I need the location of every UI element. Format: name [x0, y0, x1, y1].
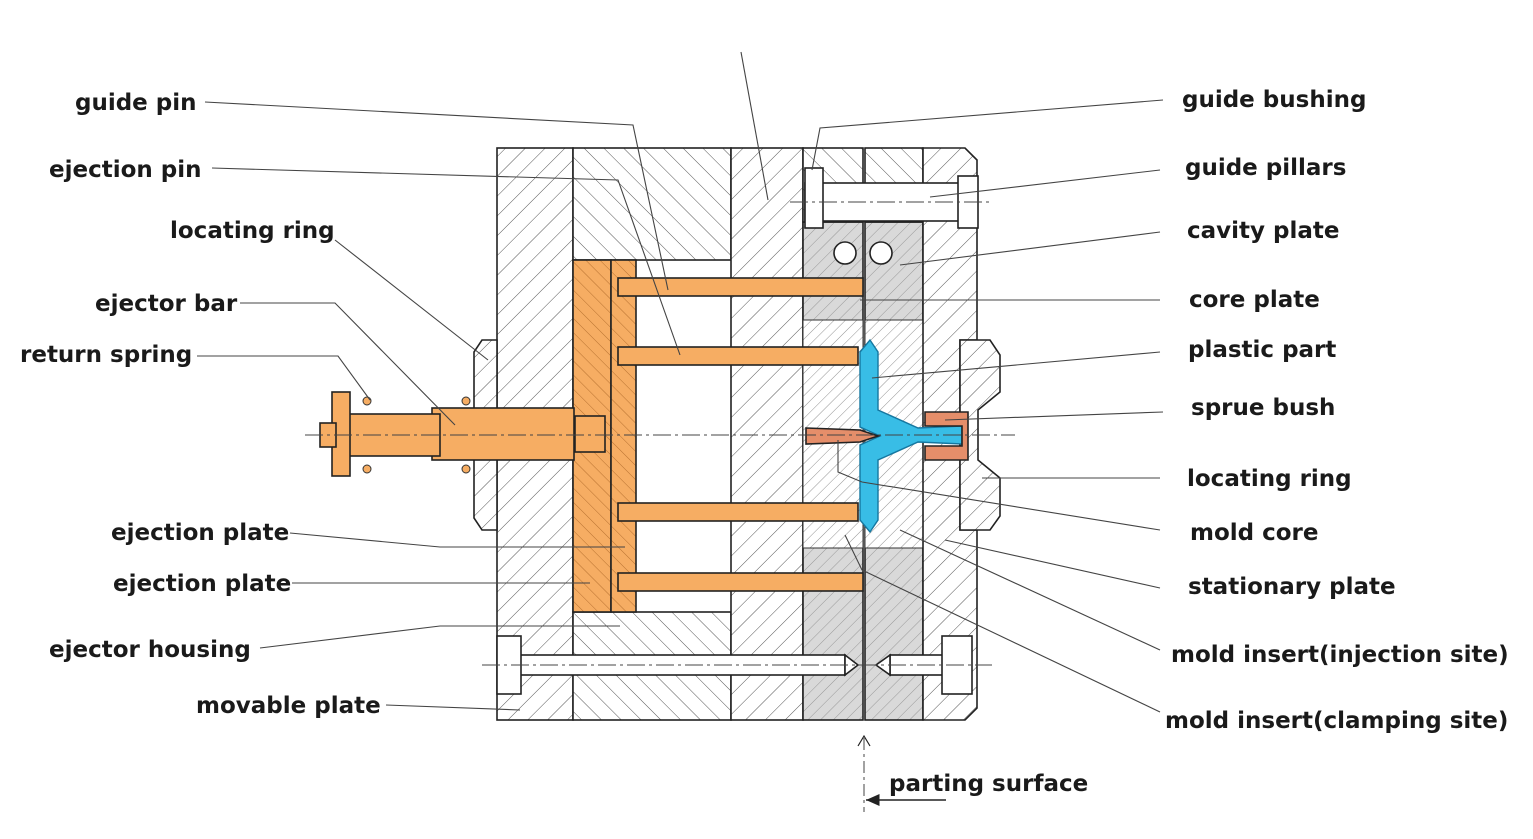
label-locating-ring-right: locating ring [1187, 466, 1352, 492]
sprue-bush [924, 411, 969, 461]
leader-plastic-part [871, 351, 1161, 379]
label-cavity-plate: cavity plate [1187, 218, 1340, 244]
ejection-pin [617, 572, 864, 592]
label-guide-pin: guide pin [75, 90, 197, 116]
leader-top [740, 51, 769, 201]
label-parting-surface: parting surface [889, 771, 1088, 797]
spring-coil [362, 396, 372, 406]
label-stationary-plate: stationary plate [1188, 574, 1396, 600]
labels-right: guide bushing guide pillars cavity plate… [1165, 87, 1509, 734]
label-guide-bushing: guide bushing [1182, 87, 1366, 113]
leader-sprue-bush [944, 411, 1164, 421]
movable-plate [730, 147, 804, 721]
label-mold-insert-injection: mold insert(injection site) [1171, 642, 1509, 668]
label-ejection-plate-1: ejection plate [111, 520, 289, 546]
leader-guide-pin [204, 101, 669, 291]
leader-ejector-bar [240, 302, 456, 426]
ejection-pins [617, 277, 864, 592]
leader-guide-pillars [929, 169, 1161, 198]
spring-coil [461, 464, 471, 474]
cooling-channel-left [833, 241, 857, 265]
leader-guide-bushing [811, 99, 1164, 171]
spring-coil [461, 396, 471, 406]
leader-return-spring [197, 355, 371, 401]
leader-mold-insert-clamping [844, 534, 1161, 713]
parting-line-top-arrow [857, 734, 871, 747]
leader-mold-core [837, 440, 1161, 531]
ejector-housing-top [572, 147, 732, 261]
ejection-pin [617, 277, 864, 297]
leader-ejector-housing [259, 625, 620, 649]
guide-bushing [804, 167, 824, 229]
cooling-channel-right [869, 241, 893, 265]
label-guide-pillars: guide pillars [1185, 155, 1346, 181]
ejector-bar [431, 407, 575, 461]
label-return-spring: return spring [20, 342, 192, 368]
ejection-plate-front [610, 259, 637, 613]
spring-coil [362, 464, 372, 474]
label-locating-ring-left: locating ring [170, 218, 335, 244]
return-spring [319, 391, 471, 477]
label-plastic-part: plastic part [1188, 337, 1336, 363]
leader-mold-insert-injection [899, 529, 1161, 651]
sprue-puller [805, 427, 881, 445]
mold-assembly [305, 147, 1015, 721]
ejector-bar-screw [574, 415, 606, 453]
label-ejection-plate-2: ejection plate [113, 571, 291, 597]
label-movable-plate: movable plate [196, 693, 381, 719]
leader-stationary-plate [944, 539, 1161, 589]
label-ejector-housing: ejector housing [49, 637, 251, 663]
leader-cavity-plate [899, 231, 1161, 266]
leader-lines [197, 51, 1164, 812]
label-mold-insert-clamping: mold insert(clamping site) [1165, 708, 1508, 734]
plastic-part [859, 338, 963, 534]
leader-movable-plate [385, 704, 521, 711]
locating-ring-right [959, 339, 1001, 531]
label-ejection-pin: ejection pin [49, 157, 202, 183]
label-sprue-bush: sprue bush [1191, 395, 1335, 421]
label-core-plate: core plate [1189, 287, 1320, 313]
labels-left: guide pin ejection pin locating ring eje… [20, 90, 381, 719]
leader-ejection-pin [211, 167, 681, 356]
label-ejector-bar: ejector bar [95, 291, 238, 317]
ejection-pin [617, 346, 859, 366]
leader-ejection-plate-1 [289, 532, 625, 548]
leader-locating-ring-left [334, 239, 489, 361]
label-mold-core: mold core [1190, 520, 1319, 546]
ejection-pin [617, 502, 859, 522]
